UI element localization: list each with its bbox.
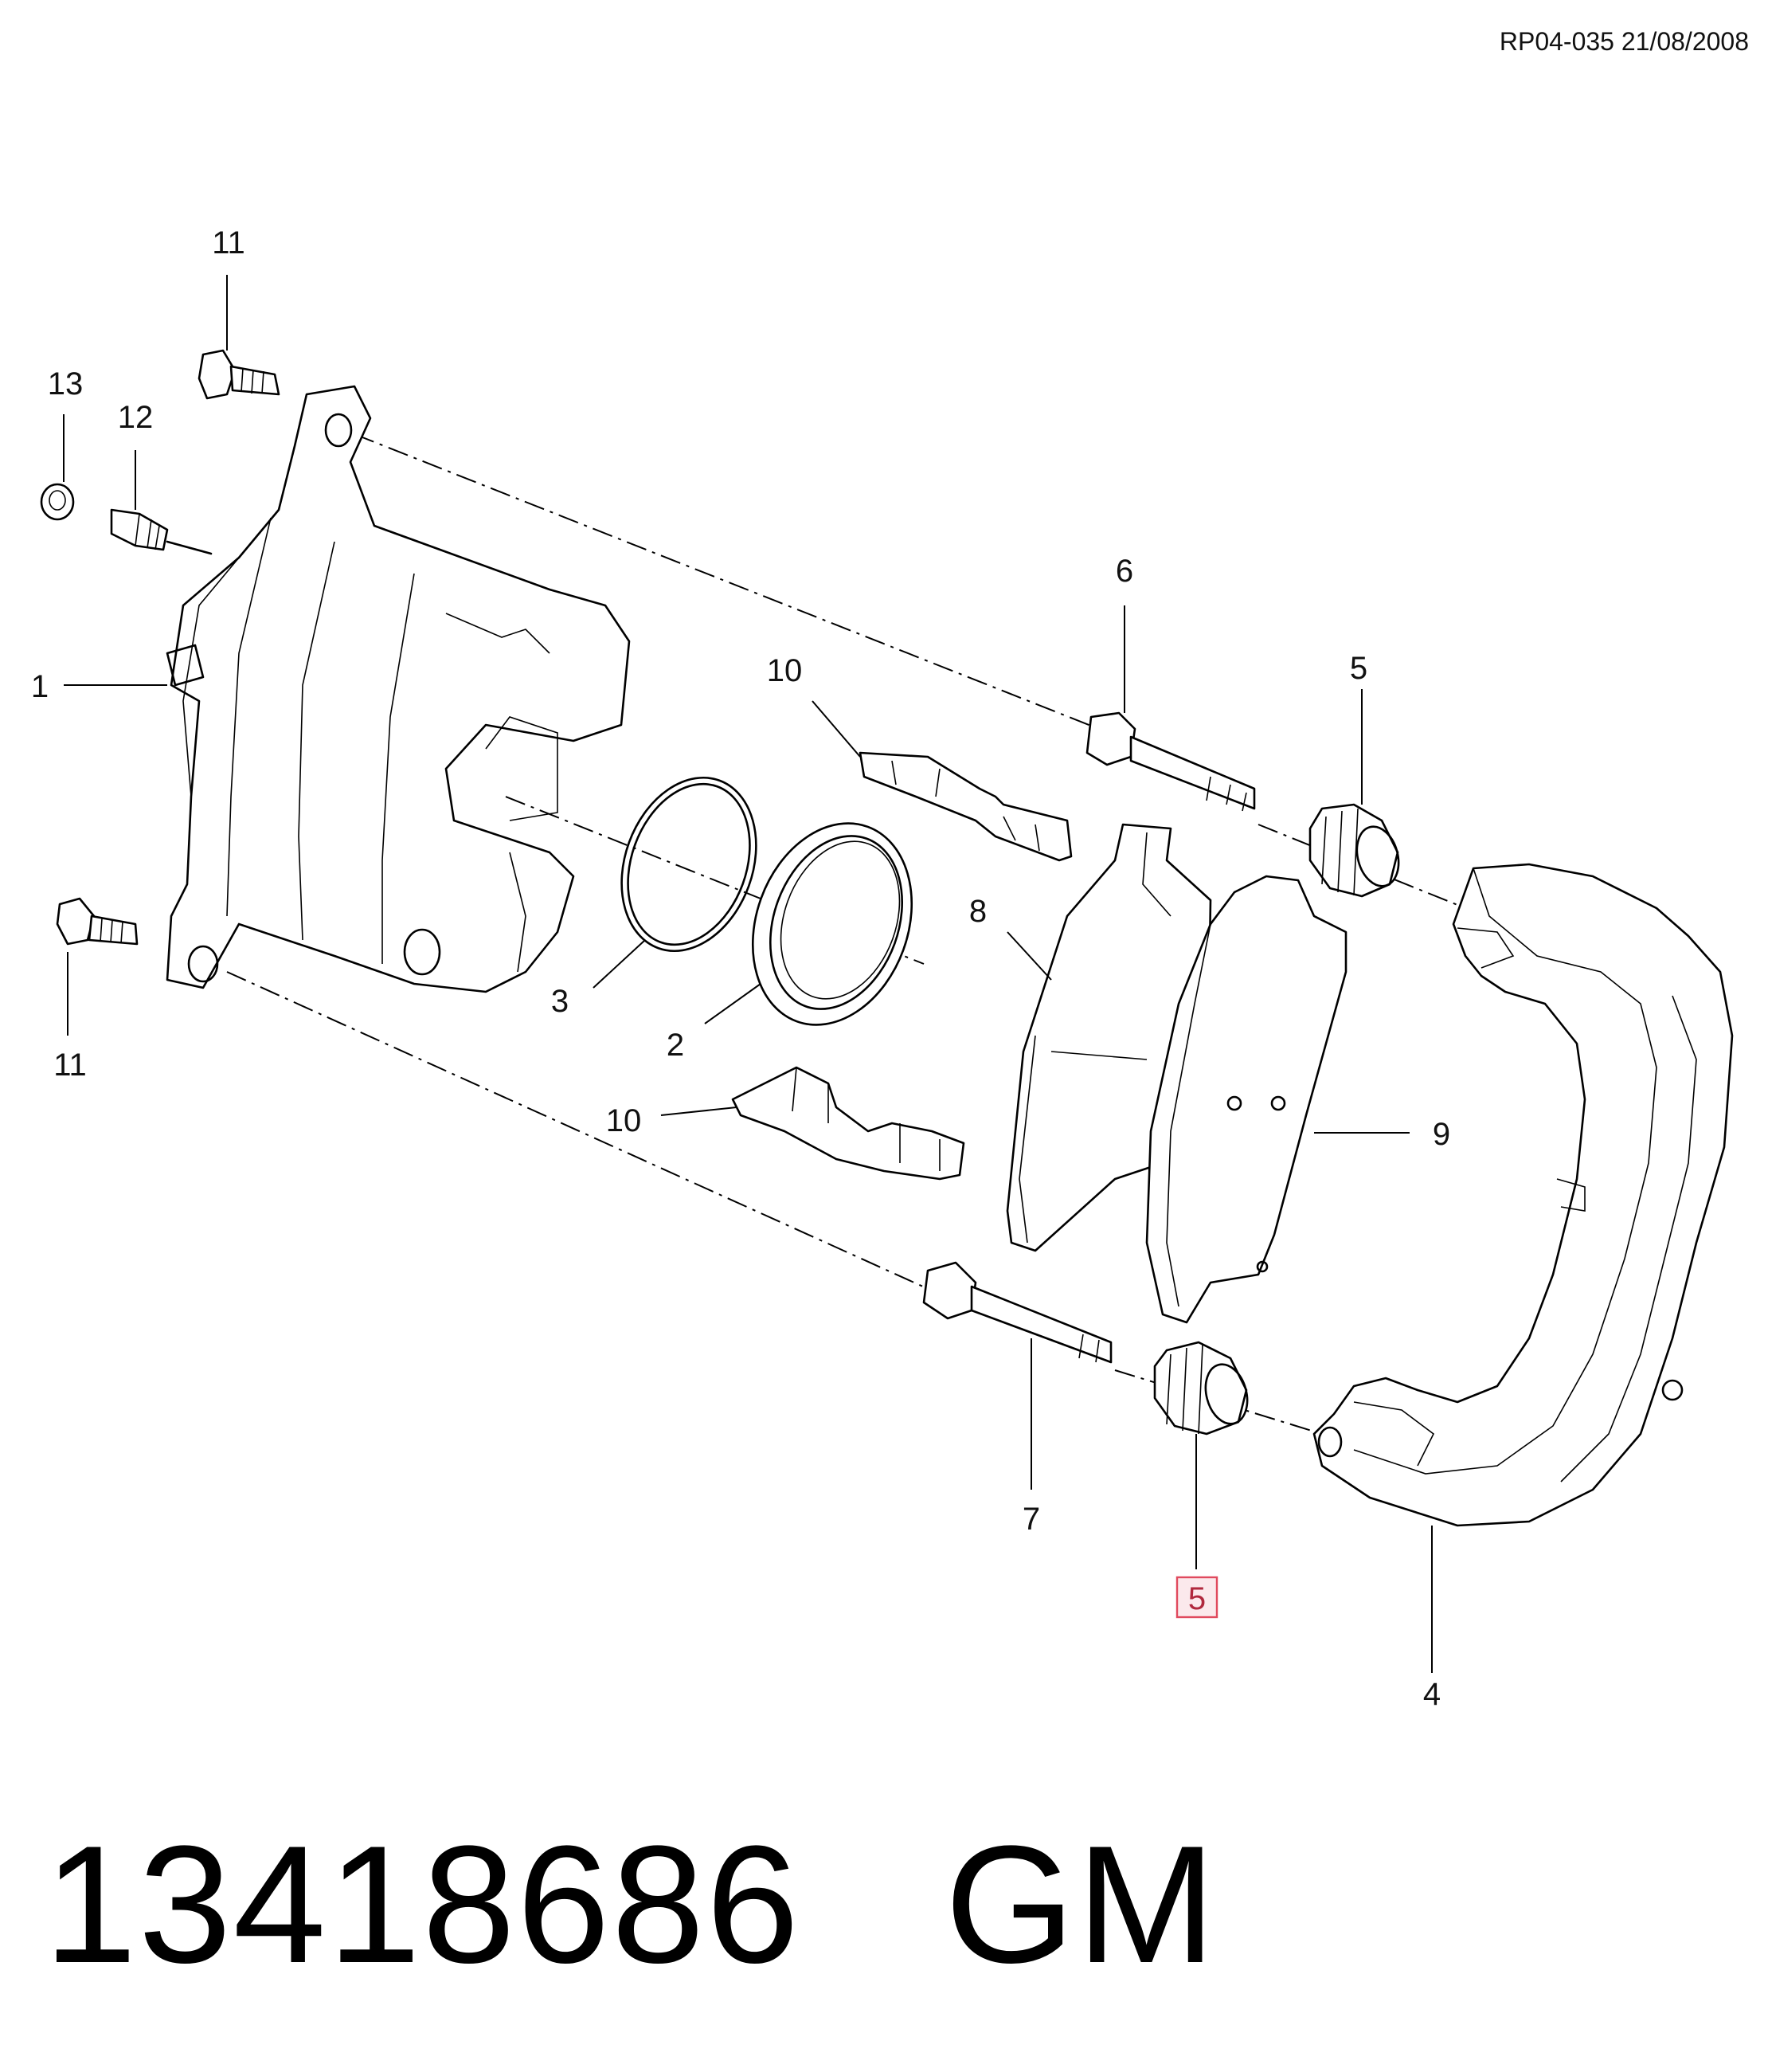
part-number-footer: 13418686 GM [44, 1808, 1218, 2001]
callout-labels: 11 13 12 1 11 6 5 10 8 9 3 2 10 7 5 4 [31, 225, 1450, 1712]
guide-pin-upper [1085, 711, 1256, 812]
drawing-reference: RP04-035 21/08/2008 [1499, 27, 1749, 56]
callout-5-upper: 5 [1350, 651, 1367, 686]
callout-9: 9 [1433, 1117, 1450, 1152]
piston-seal [620, 776, 757, 953]
callout-2: 2 [667, 1028, 684, 1063]
leader-lines [63, 275, 1433, 1673]
caliper-bolt-upper [198, 349, 280, 400]
dust-boot [751, 822, 913, 1026]
guide-pin-boot-lower [1153, 1341, 1249, 1436]
brand-name: GM [945, 1811, 1218, 1998]
bleeder-screw [110, 508, 213, 555]
caliper-bracket [1312, 863, 1734, 1527]
caliper-housing [166, 385, 631, 993]
pad-clip-upper [859, 751, 1073, 862]
pad-clip-lower [731, 1066, 965, 1181]
callout-1: 1 [31, 669, 49, 704]
callout-11-upper: 11 [212, 225, 245, 260]
guide-pin-lower [922, 1261, 1113, 1364]
guide-pin-boot-upper [1308, 803, 1400, 898]
part-number: 13418686 [44, 1811, 801, 1998]
callout-5-lower: 5 [1188, 1581, 1206, 1616]
callout-7: 7 [1023, 1502, 1040, 1537]
callout-3: 3 [551, 984, 569, 1019]
callout-11-lower: 11 [53, 1048, 87, 1083]
bleeder-cap [40, 483, 75, 521]
callout-6: 6 [1116, 554, 1133, 589]
callout-13: 13 [48, 366, 84, 401]
callout-4: 4 [1423, 1677, 1441, 1712]
callout-10-lower: 10 [606, 1103, 642, 1138]
callout-8: 8 [969, 894, 987, 929]
callout-5-highlight-box [1175, 1576, 1218, 1619]
brake-pad-inner [1145, 875, 1348, 1324]
callout-10-upper: 10 [767, 653, 803, 688]
callout-12: 12 [118, 400, 154, 435]
caliper-bolt-lower [56, 897, 139, 946]
